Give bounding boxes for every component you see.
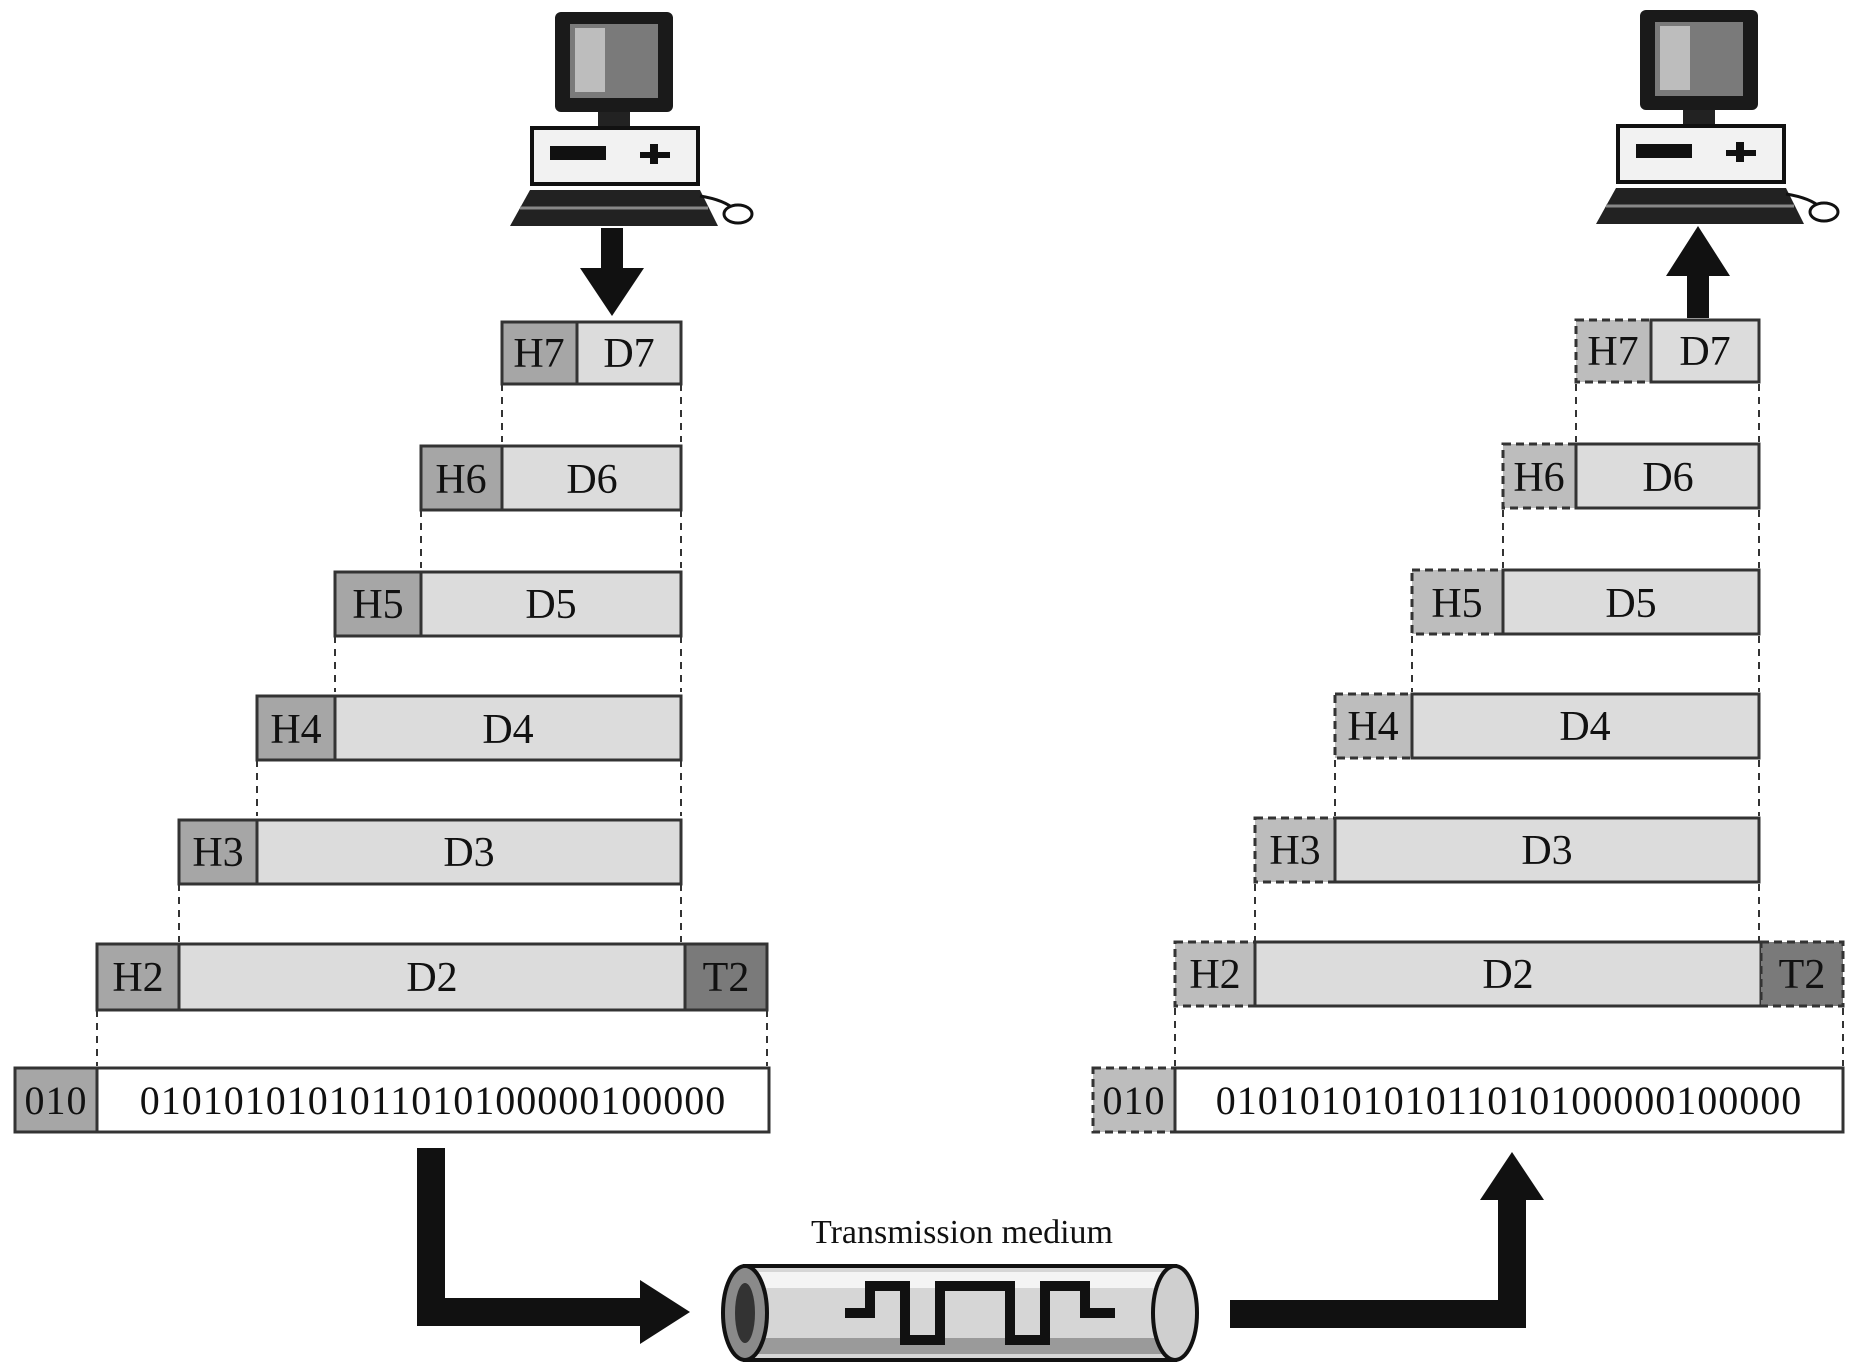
receiver-h7-label: H7 (1587, 329, 1638, 375)
receiver-bits-label: 0101010101011010100000100000 (1216, 1078, 1803, 1123)
sender-layer-5: H5 D5 (335, 572, 681, 636)
sender-d7-label: D7 (603, 331, 654, 377)
receiver-layer-2: H2 D2 T2 (1175, 942, 1843, 1006)
sender-d2-label: D2 (406, 955, 457, 1001)
sender-stack: H7 D7 H6 D6 H5 D5 H4 D4 H3 D3 (15, 322, 769, 1132)
sender-bitstream: 010 0101010101011010100000100000 (15, 1068, 769, 1132)
sender-layer-4: H4 D4 (257, 696, 681, 760)
receiver-d6-label: D6 (1642, 455, 1693, 501)
receiver-d7-label: D7 (1679, 329, 1730, 375)
medium-to-receiver-arrow-icon (1230, 1152, 1544, 1328)
sender-h2-label: H2 (112, 955, 163, 1001)
receiver-d5-label: D5 (1605, 581, 1656, 627)
receiver-h3-label: H3 (1269, 828, 1320, 874)
sender-d5-label: D5 (525, 582, 576, 628)
receiver-layer-4: H4 D4 (1335, 694, 1759, 758)
transmission-medium-label: Transmission medium (811, 1214, 1113, 1251)
sender-down-arrow-icon (580, 228, 644, 316)
receiver-d2-label: D2 (1482, 952, 1533, 998)
receiver-computer-icon (1596, 10, 1838, 224)
sender-bits-header-label: 010 (25, 1078, 88, 1123)
sender-to-medium-arrow-icon (417, 1148, 690, 1344)
receiver-bitstream: 010 0101010101011010100000100000 (1093, 1068, 1843, 1132)
receiver-h6-label: H6 (1513, 455, 1564, 501)
receiver-layer-3: H3 D3 (1255, 818, 1759, 882)
sender-h5-label: H5 (352, 582, 403, 628)
sender-d4-label: D4 (482, 707, 533, 753)
sender-bits-label: 0101010101011010100000100000 (140, 1078, 727, 1123)
receiver-layer-5: H5 D5 (1412, 570, 1759, 634)
sender-layer-2: H2 D2 T2 (97, 944, 767, 1010)
sender-h4-label: H4 (270, 707, 321, 753)
sender-h6-label: H6 (435, 457, 486, 503)
sender-layer-3: H3 D3 (179, 820, 681, 884)
sender-d6-label: D6 (566, 457, 617, 503)
sender-h7-label: H7 (513, 331, 564, 377)
sender-t2-label: T2 (703, 955, 750, 1001)
sender-h3-label: H3 (192, 830, 243, 876)
receiver-up-arrow-icon (1666, 226, 1730, 318)
receiver-stack: H7 D7 H6 D6 H5 D5 H4 D4 H3 D3 (1093, 320, 1843, 1132)
transmission-medium-cable-icon (723, 1266, 1197, 1360)
receiver-h4-label: H4 (1347, 704, 1398, 750)
sender-layer-6: H6 D6 (421, 446, 681, 510)
receiver-d4-label: D4 (1559, 704, 1610, 750)
receiver-layer-7: H7 D7 (1576, 320, 1759, 382)
sender-d3-label: D3 (443, 830, 494, 876)
sender-computer-icon (510, 12, 752, 226)
receiver-bits-header-label: 010 (1103, 1078, 1166, 1123)
receiver-h2-label: H2 (1189, 952, 1240, 998)
receiver-t2-label: T2 (1779, 952, 1826, 998)
receiver-d3-label: D3 (1521, 828, 1572, 874)
receiver-h5-label: H5 (1431, 581, 1482, 627)
sender-layer-7: H7 D7 (502, 322, 681, 384)
receiver-layer-6: H6 D6 (1503, 444, 1759, 508)
